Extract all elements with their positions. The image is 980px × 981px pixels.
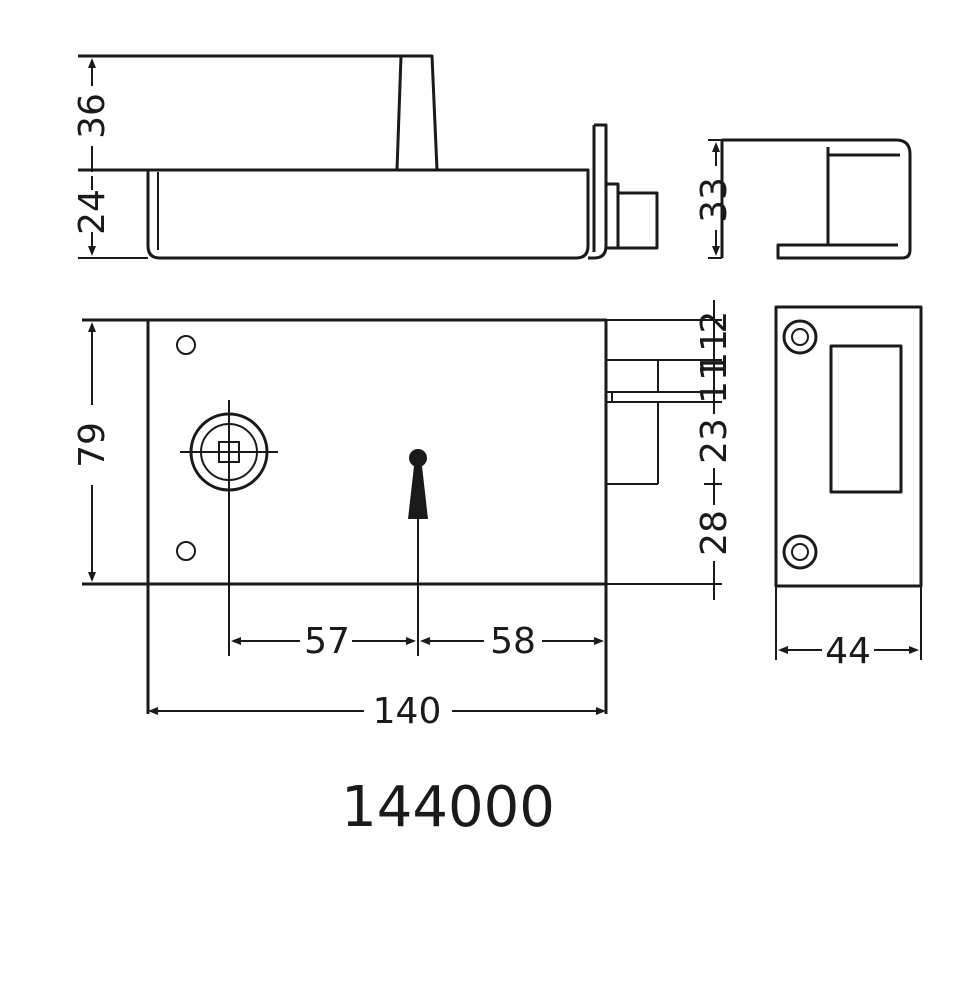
side-view-body <box>78 168 590 260</box>
strike-side-view <box>720 138 912 260</box>
dim-strike-depth: 33 <box>694 139 735 259</box>
dim-label-36: 36 <box>72 93 113 139</box>
side-view-front-plate <box>588 123 608 260</box>
dim-label-79: 79 <box>72 422 113 468</box>
dim-side-height: 36 24 <box>72 55 148 259</box>
dim-label-58: 58 <box>490 621 536 662</box>
dim-front-height: 79 <box>72 322 113 582</box>
dim-label-44: 44 <box>825 631 871 672</box>
cylinder-icon <box>180 400 278 656</box>
strike-screw-bottom <box>782 534 818 570</box>
part-number: 144000 <box>341 775 555 840</box>
dim-label-28: 28 <box>694 510 735 556</box>
dim-label-140: 140 <box>373 691 442 732</box>
strike-front-view <box>774 305 923 660</box>
keyhole-icon <box>408 449 428 656</box>
dim-label-2: 2 <box>694 311 735 334</box>
side-view <box>78 54 659 260</box>
dim-overall-width: 140 <box>148 691 606 732</box>
dim-label-24: 24 <box>72 189 113 235</box>
strike-screw-top <box>782 319 818 355</box>
dim-label-33: 33 <box>694 177 735 223</box>
dim-strike-width: 44 <box>778 631 919 672</box>
dim-bolt-offsets: 2 11 11 23 28 <box>606 300 735 600</box>
screw-hole-bottom <box>176 541 196 561</box>
front-view <box>82 318 708 714</box>
dim-label-11b: 11 <box>694 358 735 404</box>
front-view-bolts <box>606 359 708 485</box>
dim-cylinder-keyhole: 57 58 <box>231 621 604 662</box>
dim-label-23: 23 <box>694 418 735 464</box>
strike-opening <box>829 344 903 494</box>
dim-label-11a: 11 <box>694 329 735 375</box>
side-view-bolt <box>606 182 659 250</box>
front-view-case <box>82 318 608 586</box>
side-view-upper-block <box>78 54 439 171</box>
dim-label-57: 57 <box>304 621 350 662</box>
screw-hole-top <box>176 335 196 355</box>
